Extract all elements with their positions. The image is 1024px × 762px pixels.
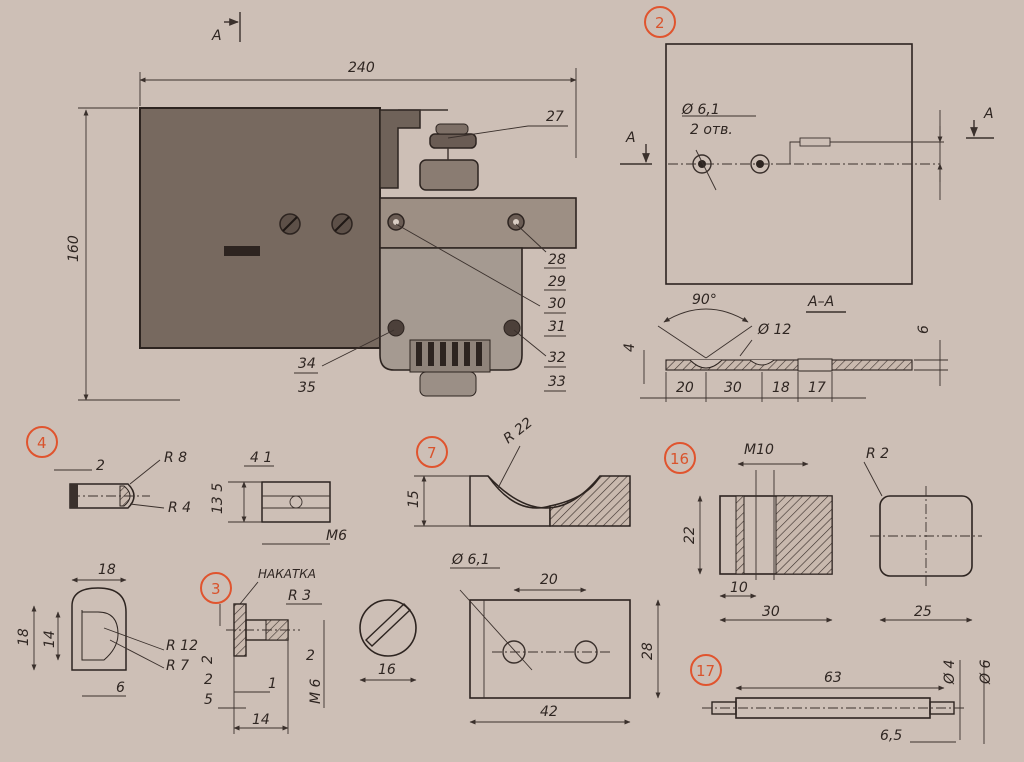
- dimension-height: 160: [66, 235, 82, 262]
- part-2-dim-17: 17: [808, 380, 826, 396]
- part-7-dim-20: 20: [540, 572, 558, 588]
- terminal-strip: [409, 339, 491, 373]
- part-16: 16 M10 22 10 30 R 2 25: [664, 442, 982, 623]
- part-2-depth: 4: [622, 343, 638, 352]
- part-7-dim-28: 28: [640, 642, 656, 660]
- part-16-dim-22: 22: [682, 526, 698, 544]
- part-7-r22: R 22: [501, 415, 536, 447]
- dimension-width: 240: [348, 60, 375, 76]
- part-16-dim-25: 25: [914, 604, 932, 620]
- part-2-angle: 90°: [692, 292, 717, 308]
- bracket: [379, 109, 421, 189]
- part-3-knurl: НАКАТКА: [258, 567, 316, 581]
- callout-33: 33: [548, 374, 566, 390]
- section-mark-a-right: A: [983, 106, 994, 122]
- part-3-dim-5: 5: [204, 692, 213, 708]
- part-4-r4: R 4: [168, 500, 191, 516]
- part-2-hole-dia: Ø 6,1: [681, 102, 720, 118]
- part-number-2: 2: [655, 14, 665, 32]
- callout-35: 35: [298, 380, 316, 396]
- part-4-side: [69, 483, 135, 509]
- part-7-left: [469, 475, 551, 527]
- assembly-view: A 240 160: [66, 12, 577, 401]
- part-2-dim-30: 30: [724, 380, 742, 396]
- part-16-dim-30: 30: [762, 604, 780, 620]
- part-16-r2: R 2: [866, 446, 889, 462]
- callout-34: 34: [298, 356, 316, 372]
- callout-29: 29: [548, 274, 566, 290]
- part-3-dim-1: 1: [268, 676, 277, 692]
- section-mark-a-top: A: [211, 28, 222, 44]
- part-2-dim-18: 18: [772, 380, 790, 396]
- part-4-dim-18-top: 18: [98, 562, 116, 578]
- section-mark-a-left: A: [625, 130, 636, 146]
- lower-cylinder: [419, 371, 477, 397]
- hole-left: [692, 154, 712, 174]
- part-17-dim-65: 6,5: [880, 728, 902, 744]
- callout-30: 30: [548, 296, 566, 312]
- part-16-m10: M10: [744, 442, 774, 458]
- part-3-m6: M 6: [308, 678, 324, 704]
- cross-bar: [379, 197, 577, 249]
- cylinder-body: [419, 159, 479, 191]
- part-3-dim-2c: 2: [204, 672, 213, 688]
- part-17: 17 63 Ø 4 Ø 6 6,5: [690, 654, 994, 744]
- screw-34: [387, 319, 405, 337]
- part-4-r7: R 7: [166, 658, 189, 674]
- part-number-2-circle: [644, 6, 676, 38]
- part-number-17: 17: [696, 662, 715, 680]
- part-7-top: [469, 599, 631, 699]
- part-number-16: 16: [670, 450, 689, 468]
- part-4-r12: R 12: [166, 638, 198, 654]
- part-16-dim-10: 10: [730, 580, 748, 596]
- part-2-holes-count: 2 отв.: [690, 122, 733, 138]
- part-17-dia4: Ø 4: [942, 660, 958, 685]
- part-number-7: 7: [427, 444, 437, 462]
- callout-28: 28: [548, 252, 566, 268]
- part-4: 4 2 R 8 R 4 13 5 4 1 M6 18 18 14 R 12: [16, 426, 347, 697]
- part-3-dim-14: 14: [252, 712, 270, 728]
- part-3-r3: R 3: [288, 588, 311, 604]
- part-4-dim-135: 13 5: [210, 483, 226, 514]
- part-2-section: [665, 359, 913, 371]
- part-3-dim-16: 16: [378, 662, 396, 678]
- part-2-dia12: Ø 12: [757, 322, 791, 338]
- part-4-top: [71, 587, 127, 671]
- part-7-dim-42: 42: [540, 704, 558, 720]
- callout-27: 27: [546, 109, 564, 125]
- part-4-dim-14: 14: [42, 630, 58, 648]
- screw-32: [503, 319, 521, 337]
- part-number-4: 4: [37, 434, 47, 452]
- part-17-dia6: Ø 6: [978, 660, 994, 685]
- part-4-front: [261, 481, 331, 523]
- part-3-end-view: [359, 599, 417, 657]
- callout-32: 32: [548, 350, 566, 366]
- part-7-dim-15: 15: [406, 490, 422, 508]
- slot-mark: [224, 246, 260, 256]
- part-4-m6: M6: [326, 528, 347, 544]
- part-4-dim-41: 4 1: [250, 450, 272, 466]
- part-2-thickness: 6: [916, 325, 932, 334]
- part-3: 3 НАКАТКА R 3 2 2 1 2 5 14 M 6 16: [200, 567, 417, 734]
- part-3-dim-2a: 2: [200, 655, 216, 664]
- part-2: 2 Ø 6,1 2 отв. A A A–A 90° Ø 1: [620, 6, 994, 402]
- knob-27: [429, 133, 477, 149]
- part-3-dim-2b: 2: [306, 648, 315, 664]
- section-label-aa: A–A: [807, 294, 834, 310]
- part-4-r8: R 8: [164, 450, 187, 466]
- part-7: 7 R 22 15 Ø 6,1 20 28 42: [406, 415, 661, 725]
- part-2-dim-20: 20: [676, 380, 694, 396]
- part-17-dim-63: 63: [824, 670, 842, 686]
- part-4-dim-18: 18: [16, 628, 32, 646]
- part-4-dim-6: 6: [116, 680, 125, 696]
- part-7-hole: Ø 6,1: [451, 552, 490, 568]
- part-number-3: 3: [211, 580, 221, 598]
- part-4-dim-2: 2: [96, 458, 105, 474]
- callout-31: 31: [548, 319, 566, 335]
- hole-right: [750, 154, 770, 174]
